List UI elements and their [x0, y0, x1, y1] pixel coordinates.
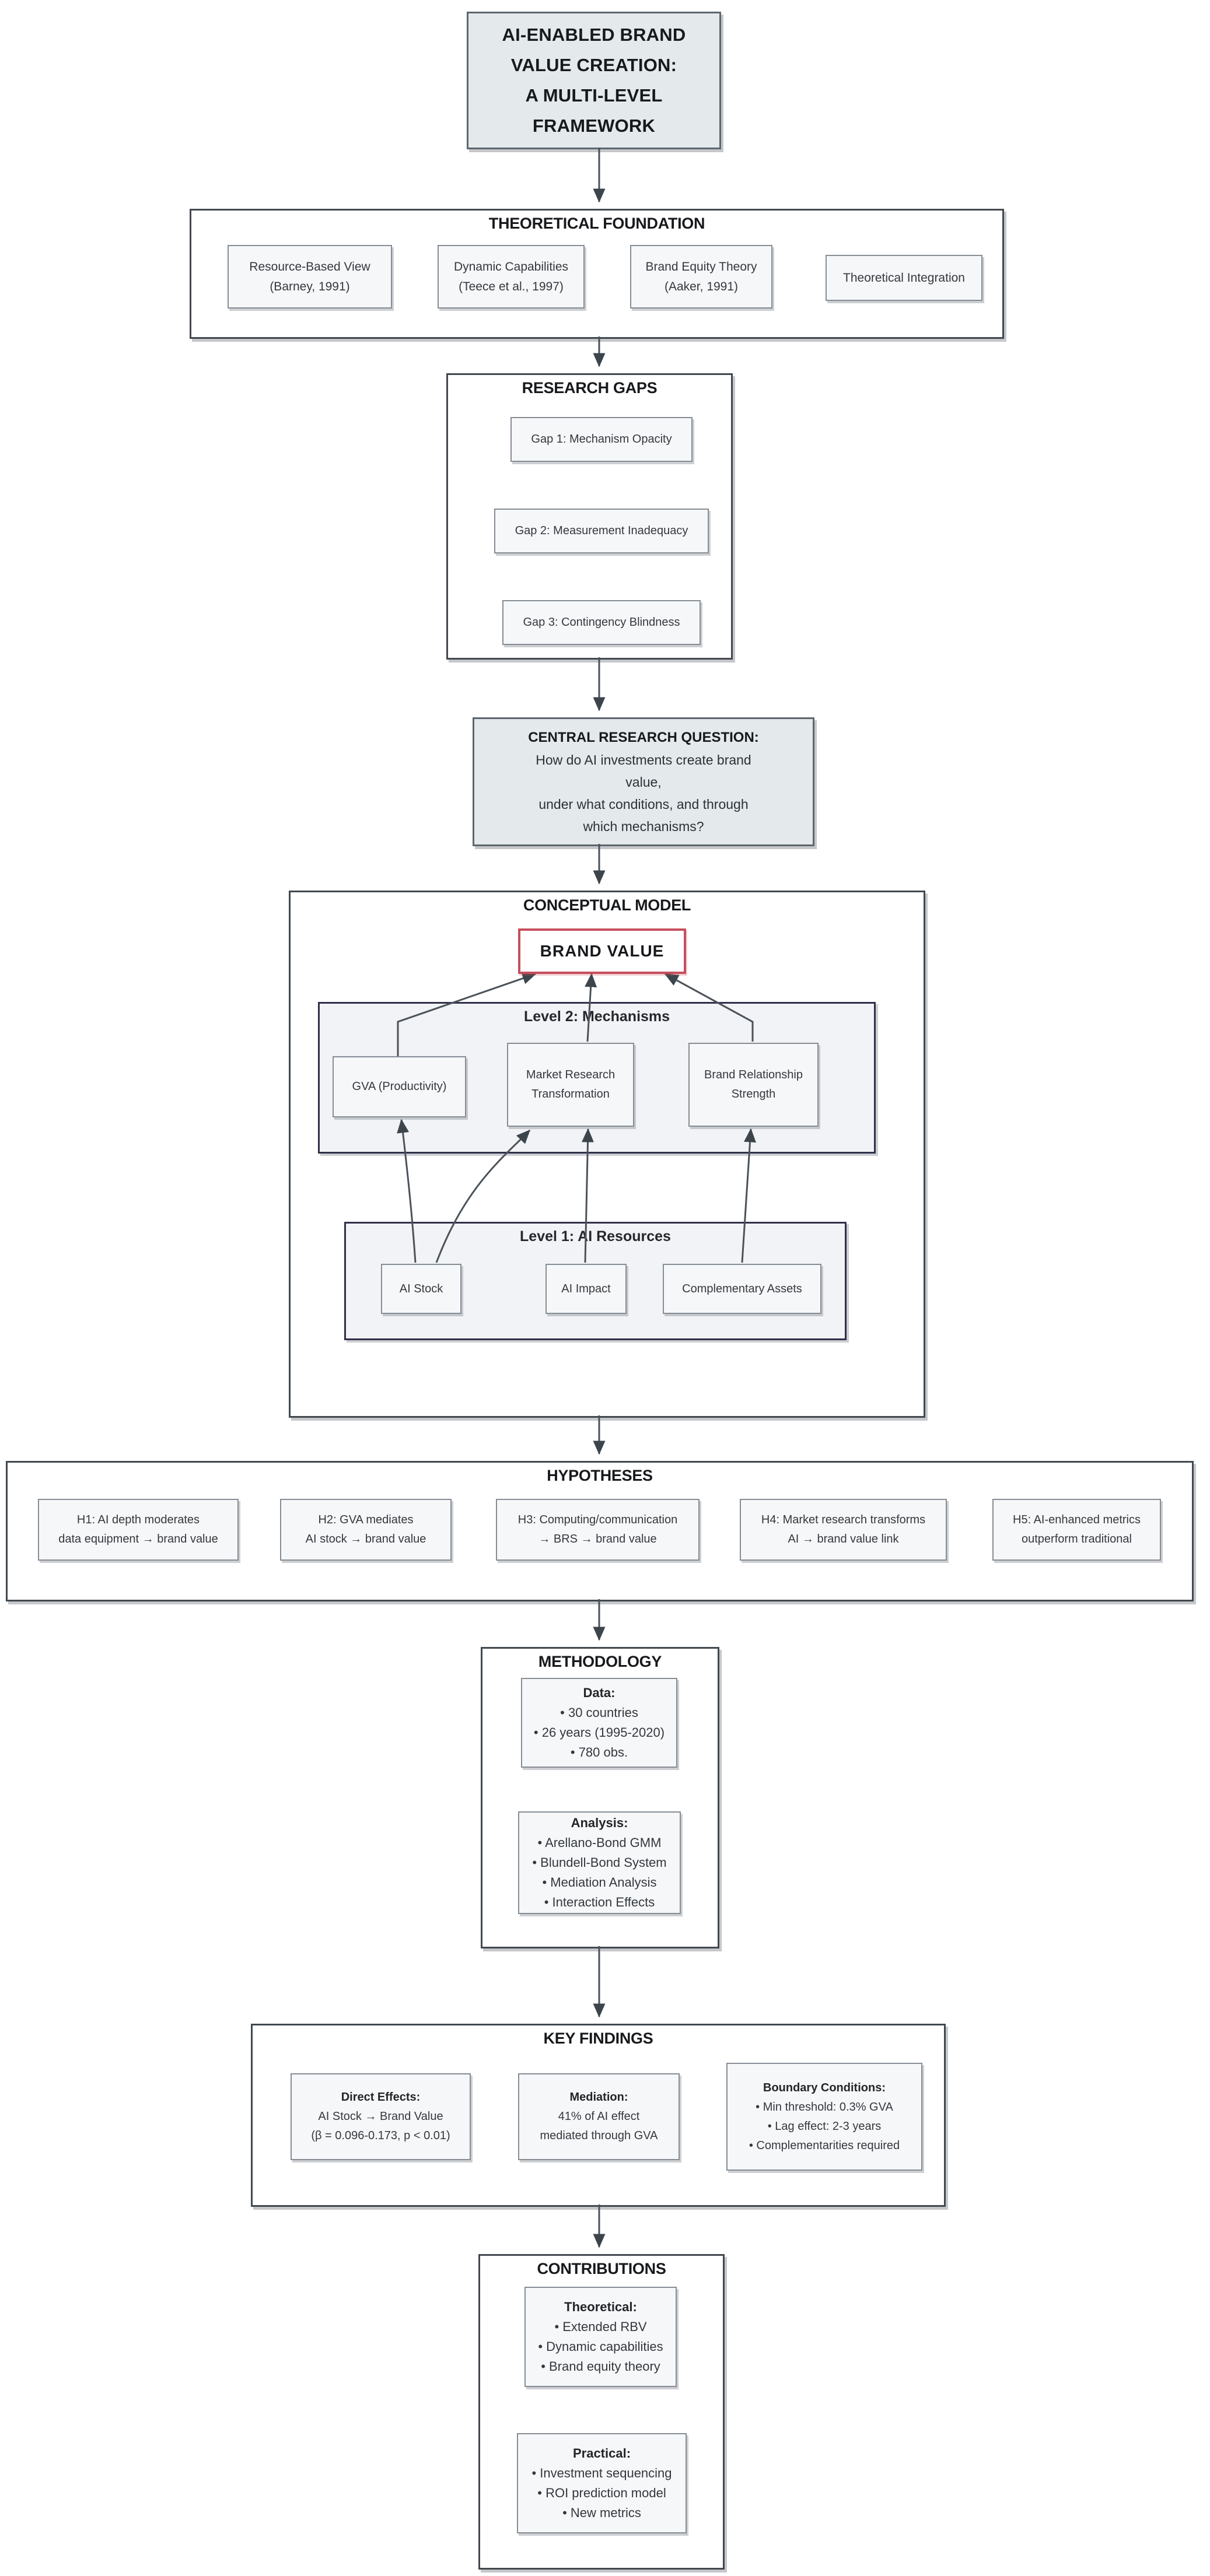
theoretical-integration-node: Theoretical Integration	[826, 255, 982, 301]
title-node: AI-ENABLED BRAND VALUE CREATION: A MULTI…	[467, 12, 721, 149]
analysis-node: Analysis: • Arellano-Bond GMM • Blundell…	[518, 1811, 681, 1914]
ai-impact-node: AI Impact	[545, 1264, 627, 1314]
h1-node: H1: AI depth moderates data equipment → …	[38, 1499, 239, 1561]
brand-equity-node: Brand Equity Theory (Aaker, 1991)	[630, 245, 772, 309]
h4-node: H4: Market research transforms AI → bran…	[740, 1499, 947, 1561]
dynamic-capabilities-node: Dynamic Capabilities (Teece et al., 1997…	[438, 245, 585, 309]
h5-label: H5: AI-enhanced metrics outperform tradi…	[1013, 1513, 1141, 1545]
h3-node: H3: Computing/communication → BRS → bran…	[496, 1499, 700, 1561]
theoretical-contributions-heading: Theoretical:	[564, 2300, 637, 2314]
direct-effects-heading: Direct Effects:	[341, 2091, 421, 2104]
direct-effects-node: Direct Effects: AI Stock → Brand Value (…	[291, 2073, 471, 2160]
central-question-heading: CENTRAL RESEARCH QUESTION:	[528, 729, 759, 745]
brand-value-label: BRAND VALUE	[540, 942, 665, 960]
brand-relationship-label: Brand Relationship Strength	[704, 1068, 803, 1101]
hypotheses-label: HYPOTHESES	[547, 1467, 653, 1484]
theoretical-contributions-node: Theoretical: • Extended RBV • Dynamic ca…	[524, 2287, 677, 2387]
gap3-label: Gap 3: Contingency Blindness	[523, 616, 680, 629]
rbv-node: Resource-Based View (Barney, 1991)	[228, 245, 392, 309]
gap1-node: Gap 1: Mechanism Opacity	[510, 417, 693, 462]
rbv-label: Resource-Based View (Barney, 1991)	[249, 260, 370, 293]
gva-label: GVA (Productivity)	[352, 1080, 447, 1093]
gva-node: GVA (Productivity)	[333, 1056, 466, 1117]
data-bullets: • 30 countries • 26 years (1995-2020) • …	[533, 1705, 665, 1760]
dynamic-capabilities-label: Dynamic Capabilities (Teece et al., 1997…	[453, 260, 569, 293]
h1-label: H1: AI depth moderates data equipment → …	[58, 1513, 218, 1545]
brand-relationship-node: Brand Relationship Strength	[688, 1043, 819, 1127]
mediation-text: 41% of AI effect mediated through GVA	[540, 2110, 658, 2142]
h2-node: H2: GVA mediates AI stock → brand value	[280, 1499, 452, 1561]
level2-label: Level 2: Mechanisms	[523, 1008, 670, 1025]
mediation-heading: Mediation:	[569, 2091, 628, 2104]
contributions-label: CONTRIBUTIONS	[537, 2260, 666, 2277]
level1-label: Level 1: AI Resources	[520, 1228, 671, 1245]
ai-stock-node: AI Stock	[381, 1264, 461, 1314]
complementary-assets-label: Complementary Assets	[682, 1282, 802, 1295]
analysis-bullets: • Arellano-Bond GMM • Blundell-Bond Syst…	[532, 1835, 667, 1909]
practical-contributions-node: Practical: • Investment sequencing • ROI…	[517, 2433, 687, 2533]
brand-equity-label: Brand Equity Theory (Aaker, 1991)	[645, 260, 757, 293]
complementary-assets-node: Complementary Assets	[663, 1264, 821, 1314]
ai-impact-label: AI Impact	[561, 1282, 611, 1295]
conceptual-model-label: CONCEPTUAL MODEL	[523, 896, 691, 914]
gap1-label: Gap 1: Mechanism Opacity	[531, 433, 672, 446]
ai-stock-label: AI Stock	[399, 1282, 443, 1295]
h4-label: H4: Market research transforms AI → bran…	[761, 1513, 926, 1545]
market-research-node: Market Research Transformation	[507, 1043, 634, 1127]
h2-label: H2: GVA mediates AI stock → brand value	[305, 1513, 426, 1545]
boundary-conditions-text: • Min threshold: 0.3% GVA • Lag effect: …	[749, 2100, 900, 2152]
direct-effects-text: AI Stock → Brand Value (β = 0.096-0.173,…	[311, 2110, 450, 2142]
brand-value-node: BRAND VALUE	[518, 928, 686, 974]
central-question-node: CENTRAL RESEARCH QUESTION: How do AI inv…	[473, 717, 814, 846]
methodology-label: METHODOLOGY	[538, 1653, 662, 1670]
practical-contributions-bullets: • Investment sequencing • ROI prediction…	[531, 2466, 672, 2520]
gap2-label: Gap 2: Measurement Inadequacy	[515, 524, 688, 537]
research-gaps-label: RESEARCH GAPS	[522, 379, 658, 397]
gap3-node: Gap 3: Contingency Blindness	[502, 600, 701, 645]
data-node: Data: • 30 countries • 26 years (1995-20…	[521, 1678, 677, 1768]
analysis-heading: Analysis:	[571, 1816, 628, 1830]
h3-label: H3: Computing/communication → BRS → bran…	[517, 1513, 678, 1545]
boundary-conditions-node: Boundary Conditions: • Min threshold: 0.…	[726, 2063, 922, 2171]
mediation-node: Mediation: 41% of AI effect mediated thr…	[518, 2073, 680, 2160]
practical-contributions-heading: Practical:	[572, 2446, 631, 2461]
boundary-conditions-heading: Boundary Conditions:	[763, 2081, 886, 2094]
central-question-text: How do AI investments create brand value…	[536, 752, 751, 834]
gap2-node: Gap 2: Measurement Inadequacy	[494, 509, 709, 553]
data-heading: Data:	[583, 1685, 616, 1700]
key-findings-label: KEY FINDINGS	[543, 2030, 653, 2047]
theoretical-integration-label: Theoretical Integration	[843, 271, 965, 285]
market-research-label: Market Research Transformation	[526, 1068, 616, 1101]
theoretical-foundation-label: THEORETICAL FOUNDATION	[488, 215, 705, 232]
h5-node: H5: AI-enhanced metrics outperform tradi…	[992, 1499, 1161, 1561]
theoretical-contributions-bullets: • Extended RBV • Dynamic capabilities • …	[538, 2319, 663, 2374]
diagram-title: AI-ENABLED BRAND VALUE CREATION: A MULTI…	[502, 24, 686, 136]
